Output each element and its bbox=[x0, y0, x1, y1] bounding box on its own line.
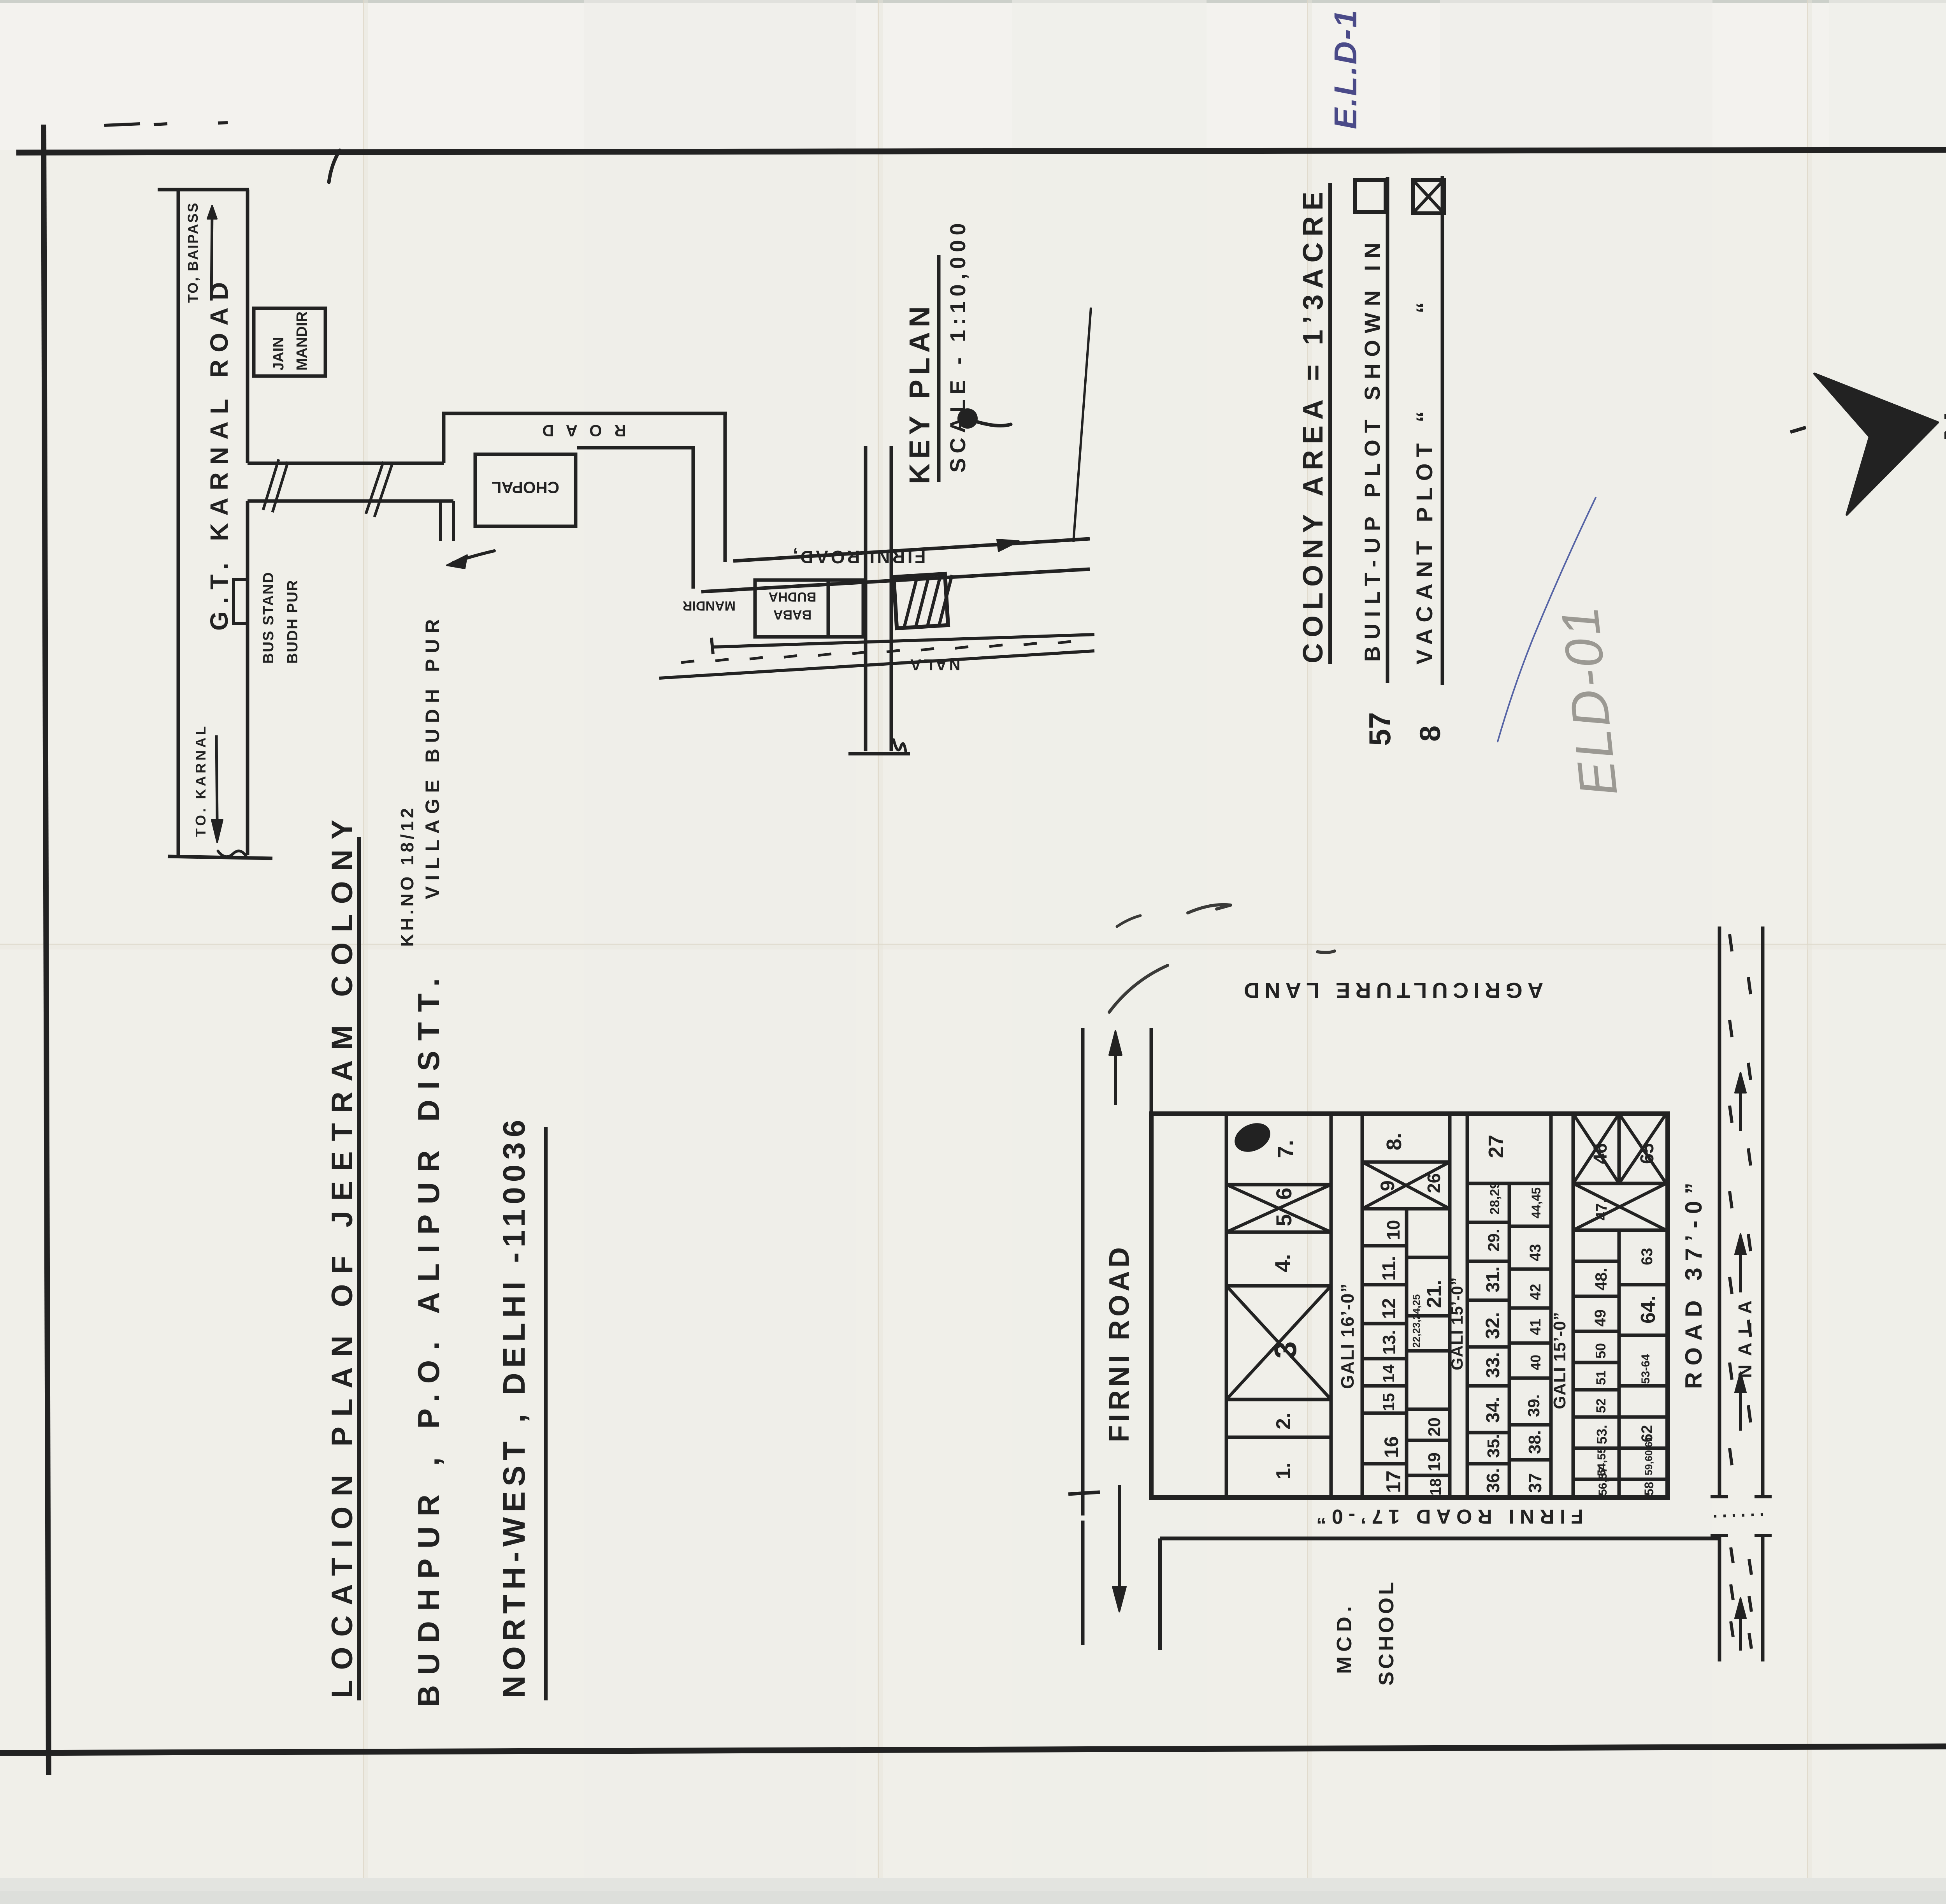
svg-text:56,57: 56,57 bbox=[1596, 1466, 1609, 1496]
svg-text:8.: 8. bbox=[1382, 1133, 1406, 1150]
svg-text:“: “ bbox=[1412, 302, 1437, 313]
svg-text:NALA: NALA bbox=[1735, 1292, 1756, 1378]
svg-text:BUDHPUR , P.O. ALIPUR DISTT.: BUDHPUR , P.O. ALIPUR DISTT. bbox=[411, 968, 446, 1707]
svg-text:42: 42 bbox=[1528, 1284, 1544, 1300]
svg-text:49: 49 bbox=[1592, 1310, 1609, 1327]
svg-text:31.: 31. bbox=[1483, 1266, 1503, 1292]
svg-text:KH.NO 18/12: KH.NO 18/12 bbox=[397, 805, 417, 947]
svg-text:53-64: 53-64 bbox=[1639, 1354, 1652, 1384]
svg-text:VACANT PLOT: VACANT PLOT bbox=[1412, 437, 1437, 665]
svg-text:GALI 15’-0”: GALI 15’-0” bbox=[1550, 1312, 1569, 1409]
svg-text:59,60,61: 59,60,61 bbox=[1643, 1436, 1654, 1475]
svg-text:R O A D: R O A D bbox=[538, 422, 626, 440]
svg-text:9: 9 bbox=[1377, 1180, 1398, 1191]
svg-text:BUS STAND: BUS STAND bbox=[260, 571, 277, 664]
svg-text:FIRNI ROAD: FIRNI ROAD bbox=[1104, 1244, 1135, 1442]
svg-text:36.: 36. bbox=[1483, 1468, 1503, 1493]
svg-text:TO, BAIPASS: TO, BAIPASS bbox=[185, 202, 201, 303]
svg-text:“: “ bbox=[1412, 411, 1437, 422]
svg-text:3: 3 bbox=[1268, 1341, 1303, 1359]
svg-text:MANDIR: MANDIR bbox=[294, 311, 310, 371]
svg-text:20: 20 bbox=[1425, 1417, 1444, 1436]
svg-text:47,: 47, bbox=[1593, 1199, 1610, 1220]
svg-text:TO. KARNAL: TO. KARNAL bbox=[193, 724, 209, 837]
svg-text:40: 40 bbox=[1528, 1355, 1544, 1370]
svg-text:63: 63 bbox=[1639, 1248, 1656, 1266]
svg-text:E.L.D-1: E.L.D-1 bbox=[1328, 9, 1363, 129]
svg-text:64.: 64. bbox=[1637, 1296, 1660, 1324]
svg-text:SCHOOL: SCHOOL bbox=[1375, 1579, 1398, 1686]
svg-text:2.: 2. bbox=[1272, 1413, 1295, 1429]
svg-text:12: 12 bbox=[1379, 1298, 1400, 1319]
svg-text:COLONY AREA = 1’3ACRE: COLONY AREA = 1’3ACRE bbox=[1298, 186, 1329, 663]
svg-text:29.: 29. bbox=[1484, 1229, 1503, 1252]
svg-text:26: 26 bbox=[1424, 1173, 1444, 1193]
svg-text:4.: 4. bbox=[1270, 1254, 1295, 1272]
svg-text:57: 57 bbox=[1363, 712, 1397, 746]
svg-text:10: 10 bbox=[1383, 1220, 1403, 1240]
svg-text:34.: 34. bbox=[1483, 1397, 1503, 1423]
svg-text:JAIN: JAIN bbox=[270, 337, 287, 371]
svg-text:7.: 7. bbox=[1273, 1140, 1298, 1158]
svg-text:19: 19 bbox=[1425, 1452, 1444, 1472]
svg-text:VILLAGE BUDH PUR: VILLAGE BUDH PUR bbox=[422, 614, 443, 899]
svg-text:6: 6 bbox=[1272, 1188, 1296, 1200]
svg-text:FIRNI ROAD 17’-0”: FIRNI ROAD 17’-0” bbox=[1311, 1505, 1583, 1528]
svg-text:35.: 35. bbox=[1484, 1434, 1503, 1458]
svg-text:52: 52 bbox=[1594, 1398, 1609, 1413]
svg-text:LOCATION PLAN OF JEETRAM COLON: LOCATION PLAN OF JEETRAM COLONY bbox=[326, 810, 359, 1698]
svg-text:27: 27 bbox=[1484, 1135, 1508, 1158]
svg-text:43: 43 bbox=[1527, 1244, 1544, 1262]
svg-text:65: 65 bbox=[1637, 1143, 1658, 1164]
svg-text:41: 41 bbox=[1528, 1319, 1544, 1335]
svg-text:18.: 18. bbox=[1427, 1474, 1444, 1496]
svg-text:BUDHA: BUDHA bbox=[769, 589, 817, 604]
svg-text:53.: 53. bbox=[1594, 1425, 1610, 1444]
svg-text:ROAD 37’-0”: ROAD 37’-0” bbox=[1681, 1176, 1707, 1389]
svg-text:NALA: NALA bbox=[908, 656, 960, 673]
svg-text:62: 62 bbox=[1639, 1425, 1656, 1443]
svg-text:AGRICULTURE LAND: AGRICULTURE LAND bbox=[1239, 978, 1543, 1003]
svg-text:48.: 48. bbox=[1592, 1268, 1610, 1290]
svg-text:NORTH-WEST , DELHI -110036: NORTH-WEST , DELHI -110036 bbox=[497, 1115, 531, 1698]
svg-text:MANDIR: MANDIR bbox=[683, 598, 736, 613]
svg-text:GALI 16’-0”: GALI 16’-0” bbox=[1337, 1283, 1358, 1389]
svg-text:46: 46 bbox=[1590, 1143, 1611, 1164]
svg-text:33.: 33. bbox=[1483, 1352, 1503, 1378]
svg-text:1.: 1. bbox=[1272, 1463, 1295, 1479]
svg-text:13.: 13. bbox=[1379, 1330, 1399, 1355]
svg-text:SCALE - 1:10,000: SCALE - 1:10,000 bbox=[945, 218, 970, 473]
svg-text:BUDH PUR: BUDH PUR bbox=[285, 579, 301, 664]
svg-text:17: 17 bbox=[1382, 1470, 1405, 1493]
svg-text:CHOPAL: CHOPAL bbox=[492, 478, 559, 497]
svg-text:N: N bbox=[1935, 411, 1946, 442]
svg-text:21.: 21. bbox=[1423, 1280, 1445, 1308]
svg-text:37: 37 bbox=[1525, 1473, 1545, 1493]
svg-text:8: 8 bbox=[1414, 726, 1446, 742]
svg-text:50: 50 bbox=[1593, 1343, 1609, 1359]
svg-text:54,55: 54,55 bbox=[1595, 1447, 1608, 1476]
svg-text:KEY PLAN: KEY PLAN bbox=[903, 302, 936, 484]
svg-text:28,29: 28,29 bbox=[1488, 1181, 1502, 1215]
svg-text:32.: 32. bbox=[1482, 1312, 1503, 1339]
svg-text:BABA: BABA bbox=[773, 607, 811, 622]
svg-text:16: 16 bbox=[1380, 1436, 1402, 1458]
svg-text:58.: 58. bbox=[1642, 1479, 1656, 1496]
svg-text:MCD.: MCD. bbox=[1333, 1602, 1356, 1674]
svg-text:5: 5 bbox=[1272, 1214, 1296, 1226]
svg-text:BUILT-UP PLOT SHOWN IN: BUILT-UP PLOT SHOWN IN bbox=[1360, 236, 1384, 662]
svg-text:G.T. KARNAL ROAD: G.T. KARNAL ROAD bbox=[205, 275, 233, 631]
svg-text:GALI 15’-0”: GALI 15’-0” bbox=[1448, 1277, 1466, 1370]
svg-text:44,45: 44,45 bbox=[1529, 1187, 1543, 1218]
svg-text:11.: 11. bbox=[1379, 1256, 1400, 1281]
svg-text:51: 51 bbox=[1594, 1370, 1609, 1385]
svg-text:15: 15 bbox=[1379, 1393, 1398, 1411]
svg-text:39.: 39. bbox=[1524, 1394, 1543, 1417]
svg-text:38.: 38. bbox=[1525, 1430, 1544, 1454]
svg-text:FIRNI ROAD,: FIRNI ROAD, bbox=[790, 547, 926, 567]
svg-text:14: 14 bbox=[1379, 1364, 1398, 1383]
svg-text:22,23,24,25: 22,23,24,25 bbox=[1410, 1294, 1422, 1348]
